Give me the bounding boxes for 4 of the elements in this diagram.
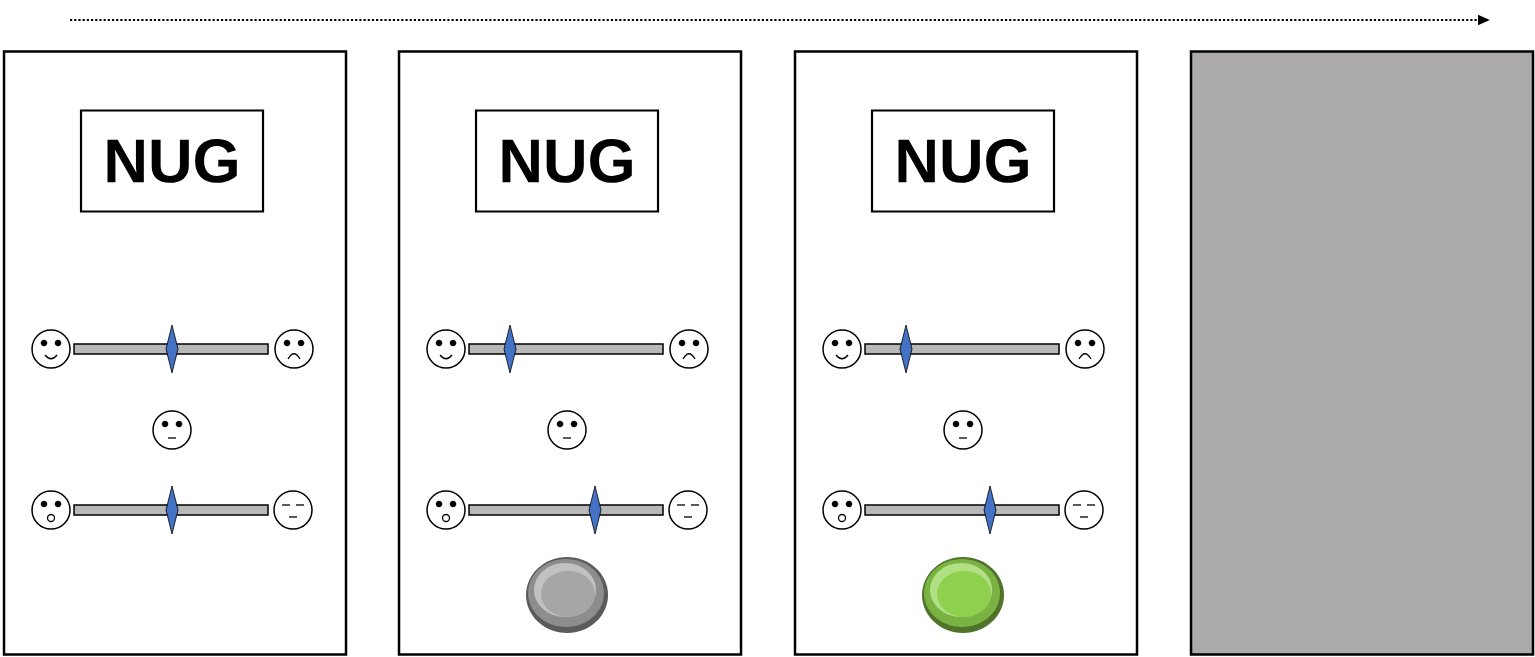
label-box: NUG [870, 109, 1056, 213]
panel [1189, 50, 1535, 656]
label-box: NUG [79, 109, 265, 213]
label-box: NUG [474, 109, 660, 213]
